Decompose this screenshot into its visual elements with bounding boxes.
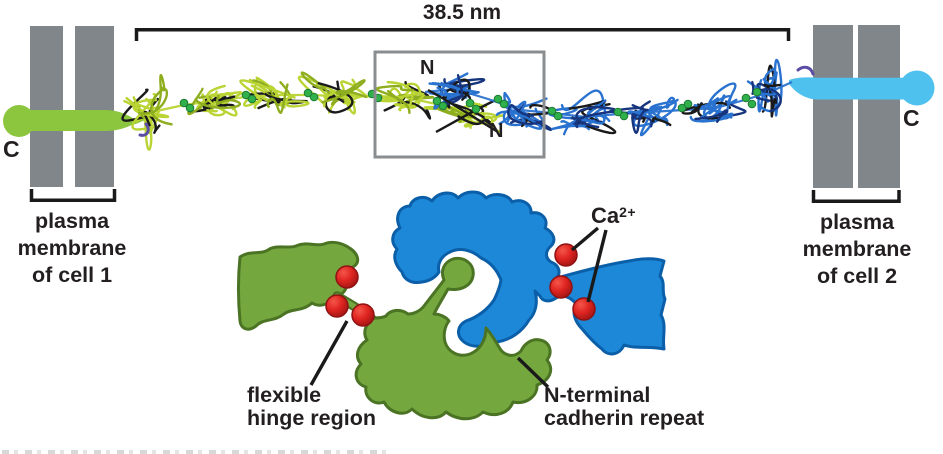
label-line: membrane — [802, 237, 912, 261]
cadherin-rod-cell2 — [789, 70, 935, 106]
calcium-ion — [549, 275, 573, 299]
cropped-caption-fragment — [2, 450, 392, 454]
c-terminus-label-cell1: C — [3, 136, 20, 162]
scale-bracket — [134, 27, 791, 41]
label-line: hinge region — [247, 406, 376, 430]
green-cadherin-repeat — [354, 256, 553, 421]
membrane-leaflet — [813, 25, 853, 188]
plasma-membrane-label-cell1: plasma membrane of cell 1 — [7, 208, 137, 289]
ribbon-calcium-ion — [741, 93, 751, 103]
calcium-ion — [335, 265, 359, 289]
ribbon-calcium-ion — [499, 99, 509, 109]
ribbon-calcium-ion — [613, 107, 623, 117]
calcium-symbol: Ca — [591, 203, 620, 228]
label-pointers — [309, 226, 608, 389]
ribbon-calcium-ion — [309, 92, 319, 102]
label-line: plasma — [34, 209, 110, 233]
ribbon-structure-blue — [424, 58, 815, 136]
label-line: flexible — [247, 383, 322, 407]
calcium-label: Ca2+ — [591, 203, 636, 229]
calcium-ion — [572, 297, 596, 321]
ribbon-calcium-ion — [179, 98, 189, 108]
cartoon-schematic — [237, 190, 667, 421]
ribbon-calcium-ion — [493, 94, 503, 104]
calcium-charge: 2+ — [619, 204, 637, 220]
n-terminus-label-bottom: N — [489, 120, 504, 142]
label-line: of cell 1 — [31, 263, 113, 287]
ribbon-calcium-ion — [247, 94, 257, 104]
rod-shaft — [789, 77, 917, 100]
membrane-leaflet — [75, 26, 114, 187]
ribbon-calcium-ion — [185, 103, 195, 113]
ribbon-calcium-ion — [438, 101, 448, 111]
label-line: of cell 2 — [816, 264, 898, 288]
ribbon-calcium-ion — [241, 90, 251, 100]
membrane-bracket — [29, 189, 117, 202]
flexible-hinge-label: flexible hinge region — [247, 384, 376, 430]
ribbon-calcium-ions — [179, 87, 762, 121]
ribbon-calcium-ion — [465, 98, 475, 108]
membrane-leaflet — [858, 25, 900, 188]
ribbon-calcium-ion — [547, 106, 557, 116]
ribbon-calcium-ion — [677, 103, 687, 113]
plasma-membrane-label-cell2: plasma membrane of cell 2 — [792, 209, 922, 290]
ribbon-calcium-ion — [432, 96, 442, 106]
calcium-ion — [325, 294, 349, 318]
ribbon-calcium-ion — [553, 111, 563, 121]
label-line: N-terminal — [544, 383, 651, 407]
calcium-ion — [351, 303, 375, 327]
label-line: cadherin repeat — [544, 406, 705, 430]
ribbon-calcium-ion — [619, 111, 629, 121]
ribbon-calcium-ion — [752, 87, 762, 97]
ribbon-calcium-ion — [303, 88, 313, 98]
interaction-zoom-box — [373, 50, 546, 159]
calcium-ions — [325, 243, 596, 327]
plasma-membrane-cell2 — [811, 25, 901, 203]
label-line: membrane — [17, 236, 127, 260]
c-terminus-label-cell2: C — [903, 105, 920, 131]
calcium-pointer-1 — [570, 226, 600, 252]
ribbon-calcium-ion — [471, 104, 481, 114]
scale-label: 38.5 nm — [422, 1, 502, 24]
cadherin-rod-cell1 — [3, 105, 154, 137]
ribbon-calcium-ion — [683, 99, 693, 109]
repeat-pointer — [516, 356, 550, 389]
blue-cadherin-repeat — [391, 190, 667, 356]
membrane-bracket — [811, 190, 901, 203]
n-terminus-label-top: N — [420, 57, 435, 79]
membrane-leaflet — [30, 26, 63, 187]
n-terminal-repeat-label: N-terminal cadherin repeat — [544, 384, 704, 430]
label-line: plasma — [819, 210, 895, 234]
hinge-pointer — [309, 320, 349, 386]
calcium-pointer-2 — [586, 229, 608, 303]
rod-shaft — [16, 110, 138, 131]
calcium-ion — [554, 243, 578, 267]
ribbon-calcium-ion — [747, 99, 757, 109]
plasma-membrane-cell1 — [29, 26, 117, 202]
